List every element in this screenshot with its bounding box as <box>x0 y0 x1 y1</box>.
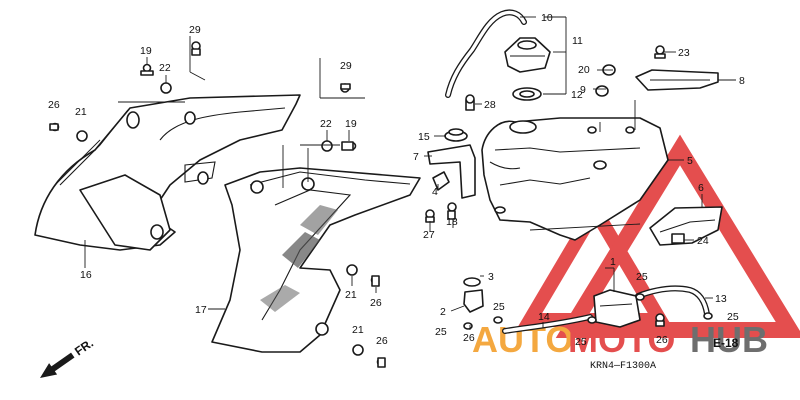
callout-24: 24 <box>697 235 709 247</box>
filler-cap-11 <box>504 37 551 73</box>
bolt-26c <box>376 357 386 368</box>
shroud-body <box>211 167 421 353</box>
leader-lines <box>84 16 736 330</box>
callout-8: 8 <box>739 75 745 87</box>
callout-22-a: 22 <box>159 62 171 74</box>
callout-1: 1 <box>610 256 616 268</box>
bolt-27 <box>425 209 435 223</box>
callout-20: 20 <box>578 64 590 76</box>
callout-11: 11 <box>572 35 583 47</box>
fuel-tank-5 <box>481 117 669 241</box>
callout-19-a: 19 <box>140 45 152 57</box>
callout-27: 27 <box>423 229 435 241</box>
callout-9: 9 <box>580 84 586 96</box>
callout-5: 5 <box>687 155 693 167</box>
collar-9 <box>595 85 609 97</box>
watermark-text-hub: HUB <box>690 319 768 360</box>
diagram-code: KRN4—F1300A <box>590 361 656 372</box>
fuel-hose-14 <box>502 314 593 334</box>
fuel-hose-13 <box>635 285 710 317</box>
bolt-19b <box>341 141 357 151</box>
shroud-inner-panel <box>79 174 171 251</box>
callout-26-e: 26 <box>656 334 668 346</box>
callout-12: 12 <box>571 89 583 101</box>
callout-25-e: 25 <box>575 336 587 348</box>
bolt-18 <box>447 202 457 220</box>
bolt-29b <box>340 83 351 93</box>
page-ref: E-18 <box>713 336 739 350</box>
front-label: FR. <box>72 336 96 359</box>
heat-guard-8 <box>635 69 719 91</box>
tank-protector-6 <box>649 206 723 246</box>
fasteners <box>49 41 713 368</box>
collar-21b <box>346 264 358 276</box>
callout-25-d: 25 <box>727 311 739 323</box>
callout-25-b: 25 <box>493 301 505 313</box>
callout-25-a: 25 <box>636 271 648 283</box>
clip-25d <box>703 312 713 320</box>
callout-21-c: 21 <box>352 324 364 336</box>
callout-26-c: 26 <box>370 297 382 309</box>
clip-25e <box>587 316 597 324</box>
right-shroud-17 <box>211 167 421 353</box>
clip-25a <box>493 316 503 324</box>
callout-29-b: 29 <box>340 60 352 72</box>
callout-14: 14 <box>538 311 550 323</box>
callout-15: 15 <box>418 131 430 143</box>
callout-6: 6 <box>698 182 704 194</box>
band-24 <box>671 233 685 244</box>
bolt-26d <box>655 313 665 327</box>
collar-21c <box>352 344 364 356</box>
watermark-triangle-right <box>555 134 800 338</box>
callout-17: 17 <box>195 304 207 316</box>
callout-25-c: 25 <box>435 326 447 338</box>
callout-19-b: 19 <box>345 118 357 130</box>
collar-21a <box>76 130 88 142</box>
bolt-26b <box>370 275 380 287</box>
clip-25b <box>463 322 473 330</box>
breather-hose-10 <box>445 9 527 98</box>
bolt-26a <box>49 122 60 132</box>
callout-23: 23 <box>678 47 690 59</box>
fuel-cock-1 <box>593 289 641 328</box>
bracket-7 <box>427 128 476 199</box>
damper-4 <box>432 171 450 191</box>
callout-2: 2 <box>440 306 446 318</box>
callout-18: 18 <box>446 216 458 228</box>
callout-7: 7 <box>413 151 419 163</box>
bolt-28 <box>465 94 475 111</box>
callout-29-a: 29 <box>189 24 201 36</box>
fuel-joint-2 <box>463 277 484 313</box>
callout-22-b: 22 <box>320 118 332 130</box>
o-ring-3 <box>463 277 481 287</box>
callout-3: 3 <box>488 271 494 283</box>
callout-26-a: 26 <box>463 332 475 344</box>
callout-21-b: 21 <box>345 289 357 301</box>
cap-gasket-12 <box>512 87 542 101</box>
bolt-29a <box>191 41 201 56</box>
bolt-19a <box>140 63 154 76</box>
front-arrow: FR. <box>40 336 96 378</box>
callouts: 10 11 12 23 20 8 9 28 15 7 5 4 18 27 6 2… <box>48 12 745 348</box>
callout-26-b: 26 <box>48 99 60 111</box>
collar-22a <box>160 82 172 94</box>
clip-25c <box>635 293 645 301</box>
callout-16: 16 <box>80 269 92 281</box>
callout-13: 13 <box>715 293 727 305</box>
collar-22b <box>321 140 333 152</box>
callout-26-d: 26 <box>376 335 388 347</box>
tank-filler-neck <box>509 120 537 134</box>
callout-21-a: 21 <box>75 106 87 118</box>
callout-28: 28 <box>484 99 496 111</box>
callout-4: 4 <box>432 186 438 198</box>
left-shroud-16 <box>34 94 301 251</box>
callout-10: 10 <box>541 12 553 24</box>
bolt-23 <box>654 45 666 59</box>
